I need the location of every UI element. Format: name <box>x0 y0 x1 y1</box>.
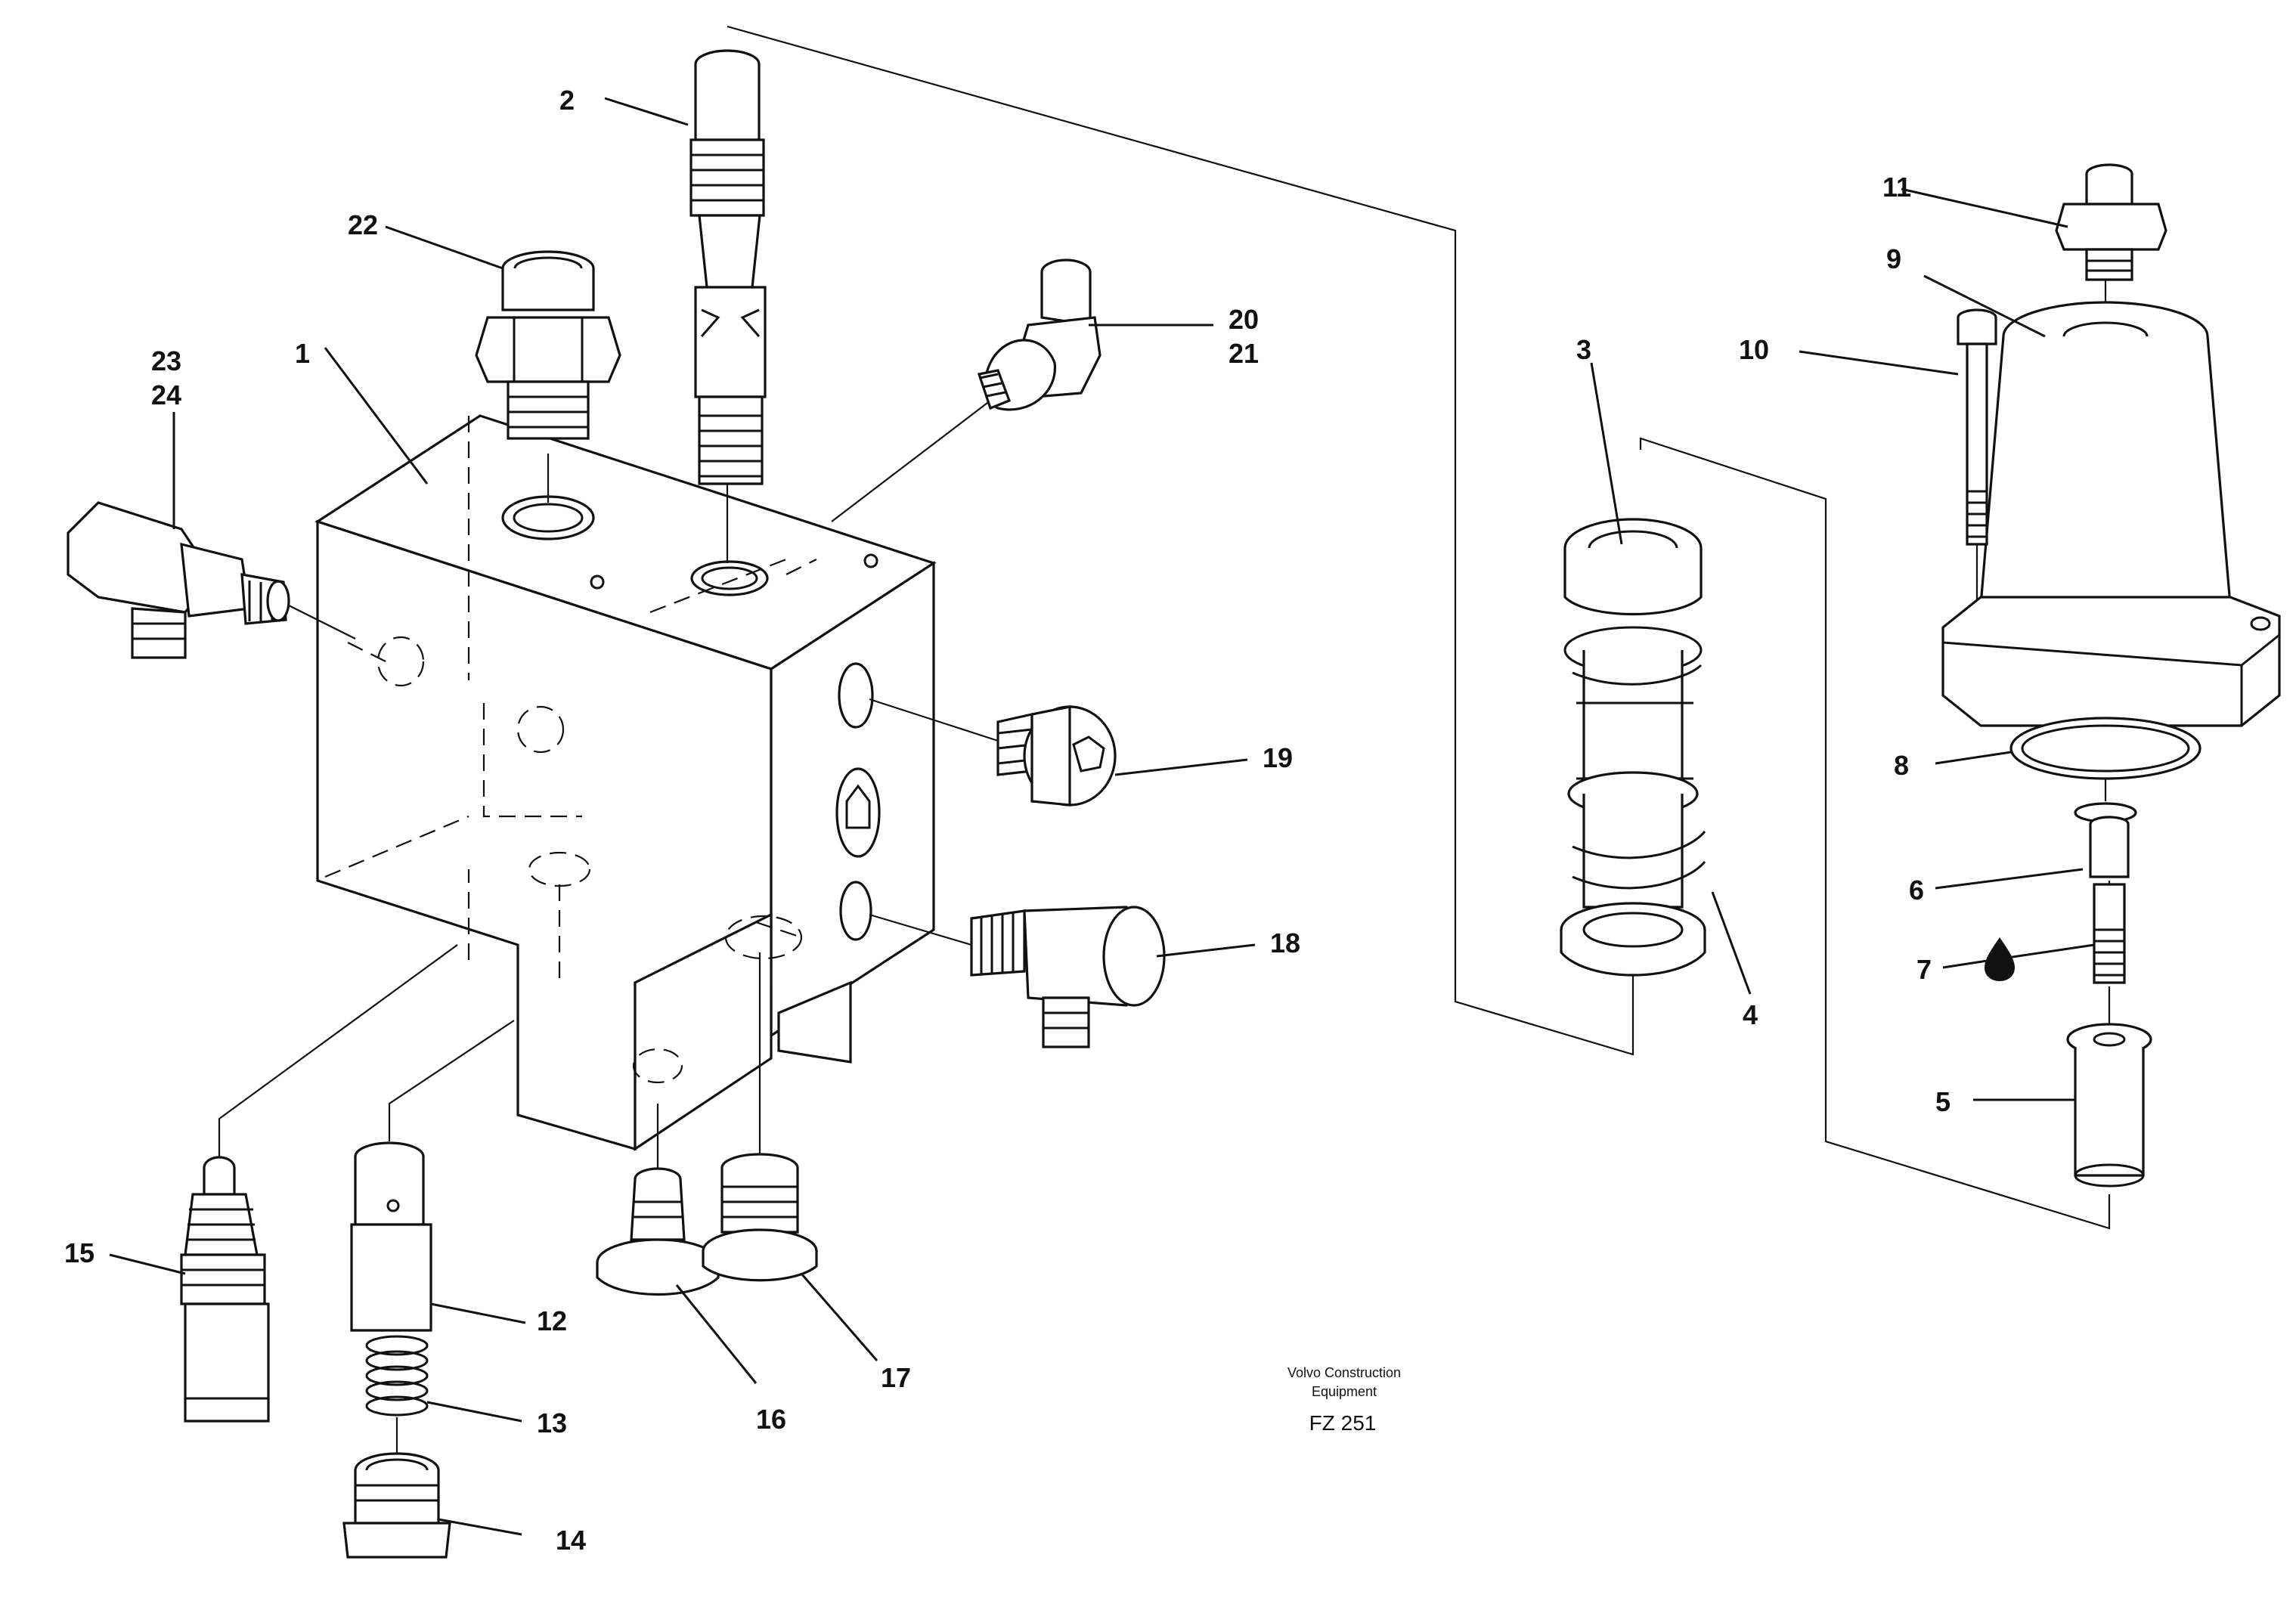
part-6-pin <box>2074 802 2137 878</box>
callout-4: 4 <box>1743 999 1758 1030</box>
callout-3: 3 <box>1576 334 1591 365</box>
part-18-elbow <box>970 906 1166 1048</box>
part-5-sleeve <box>2066 1023 2152 1188</box>
callout-1: 1 <box>295 338 310 369</box>
part-16-plug <box>596 1167 720 1296</box>
callout-23: 23 <box>151 345 181 376</box>
callout-5: 5 <box>1935 1086 1951 1117</box>
part-15-check-valve <box>180 1156 270 1423</box>
caption-company: Volvo Construction <box>1287 1365 1401 1380</box>
callout-24: 24 <box>151 379 181 410</box>
callout-7: 7 <box>1916 954 1932 985</box>
callout-9: 9 <box>1886 243 1901 274</box>
callout-18: 18 <box>1270 927 1300 958</box>
callout-13: 13 <box>537 1407 567 1438</box>
callout-10: 10 <box>1739 334 1769 365</box>
callout-8: 8 <box>1894 750 1909 781</box>
part-7-spool <box>1985 883 2126 984</box>
part-22-fitting <box>475 250 621 440</box>
callout-19: 19 <box>1263 742 1293 773</box>
part-13-spring <box>365 1335 429 1417</box>
part-20-elbow <box>977 259 1102 411</box>
callout-20: 20 <box>1229 304 1259 335</box>
drawing-caption: Volvo Construction Equipment FZ 251 <box>1287 1365 1401 1435</box>
valve-block <box>314 414 937 1151</box>
callout-22: 22 <box>348 209 378 240</box>
callout-14: 14 <box>556 1525 586 1556</box>
part-19-plug <box>996 705 1117 807</box>
part-11-fitting <box>2055 163 2167 281</box>
callout-17: 17 <box>881 1362 911 1393</box>
caption-equipment: Equipment <box>1312 1384 1377 1399</box>
part-14-plug <box>342 1452 451 1559</box>
part-12-piston <box>350 1141 432 1332</box>
callout-12: 12 <box>537 1305 567 1336</box>
callout-15: 15 <box>64 1237 95 1268</box>
callout-2: 2 <box>559 85 575 116</box>
callout-11: 11 <box>1882 172 1911 203</box>
part-2-spool <box>689 49 767 485</box>
part-3-spool <box>1560 518 1706 977</box>
part-17-plug <box>702 1153 818 1282</box>
drawing-code: FZ 251 <box>1309 1411 1377 1435</box>
part-10-bolt <box>1957 308 1997 546</box>
callout-6: 6 <box>1909 875 1924 906</box>
part-9-cover <box>1941 301 2281 727</box>
assembly-lines <box>218 25 2111 1459</box>
callout-21: 21 <box>1229 338 1259 369</box>
callout-16: 16 <box>756 1404 786 1435</box>
callouts: 2 22 1 23 24 20 21 3 11 9 10 19 18 4 8 6… <box>64 85 1951 1556</box>
part-8-seal <box>2009 717 2201 780</box>
leader-lines <box>109 97 2095 1536</box>
part-23-tee <box>67 501 290 659</box>
